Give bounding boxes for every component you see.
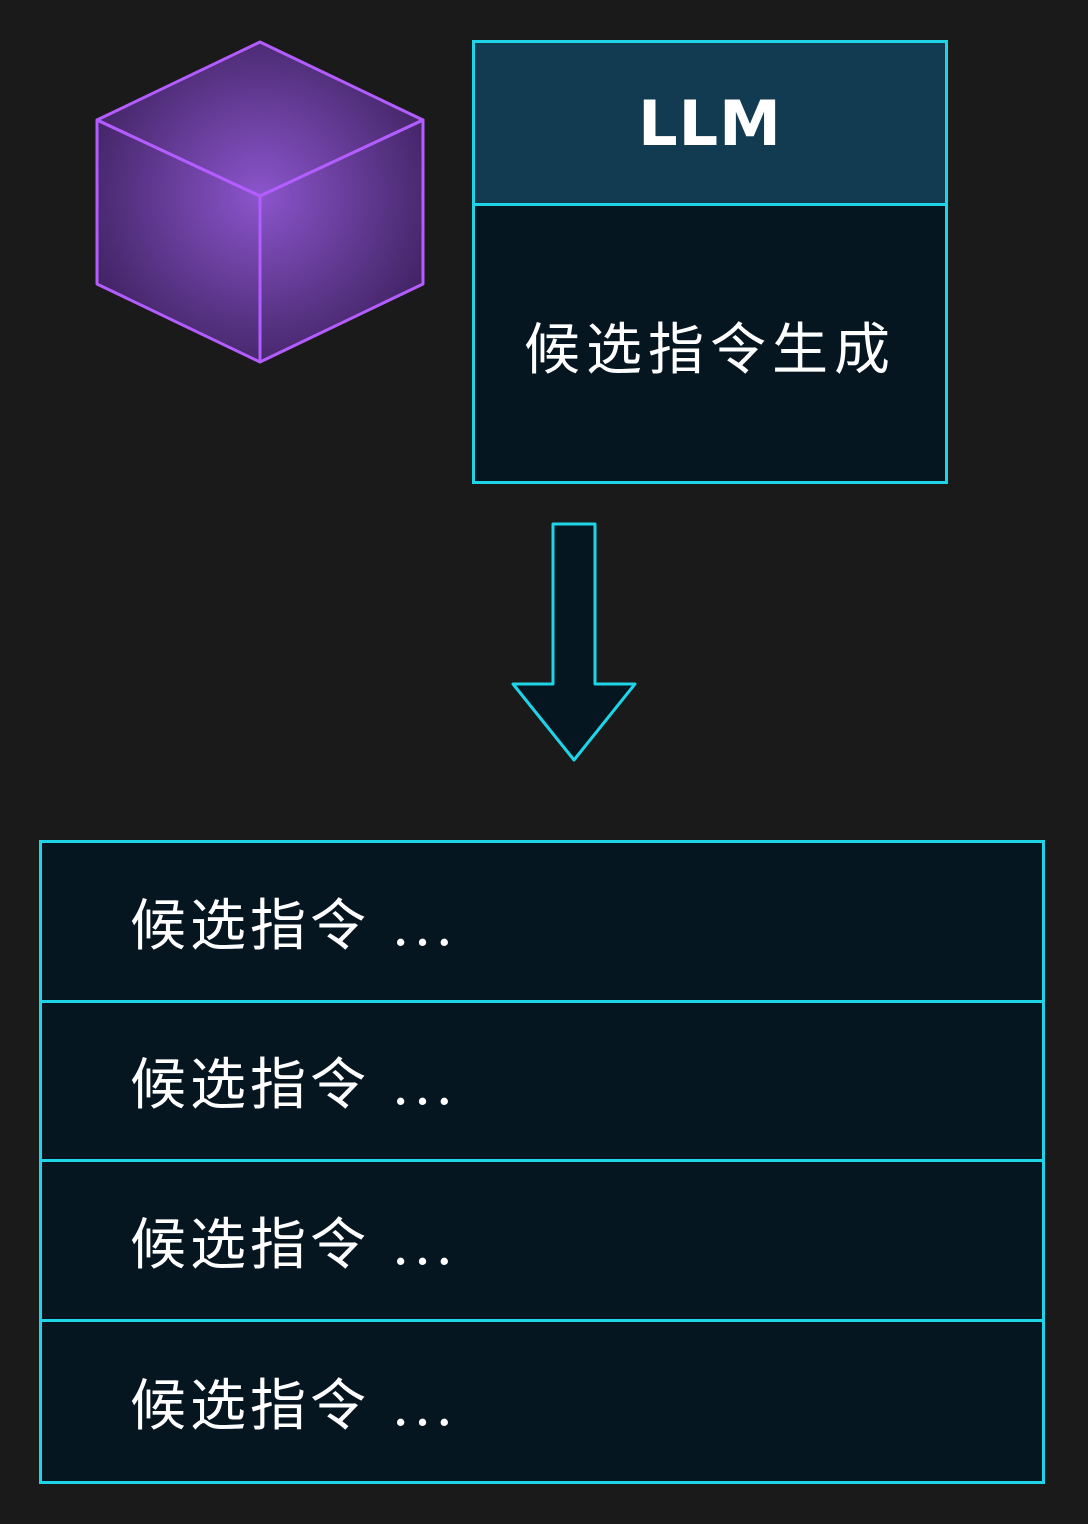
list-item: 候选指令 ... (42, 1162, 1042, 1322)
arrow-down-icon (511, 522, 637, 762)
cube-icon (95, 40, 425, 364)
llm-subtitle: 候选指令生成 (524, 317, 896, 383)
list-item: 候选指令 ... (42, 843, 1042, 1003)
llm-title: LLM (475, 43, 945, 206)
candidate-list: 候选指令 ... 候选指令 ... 候选指令 ... 候选指令 ... (39, 840, 1045, 1484)
list-item: 候选指令 ... (130, 1373, 458, 1439)
list-item: 候选指令 ... (42, 1003, 1042, 1162)
llm-box: LLM 候选指令生成 (472, 40, 948, 484)
